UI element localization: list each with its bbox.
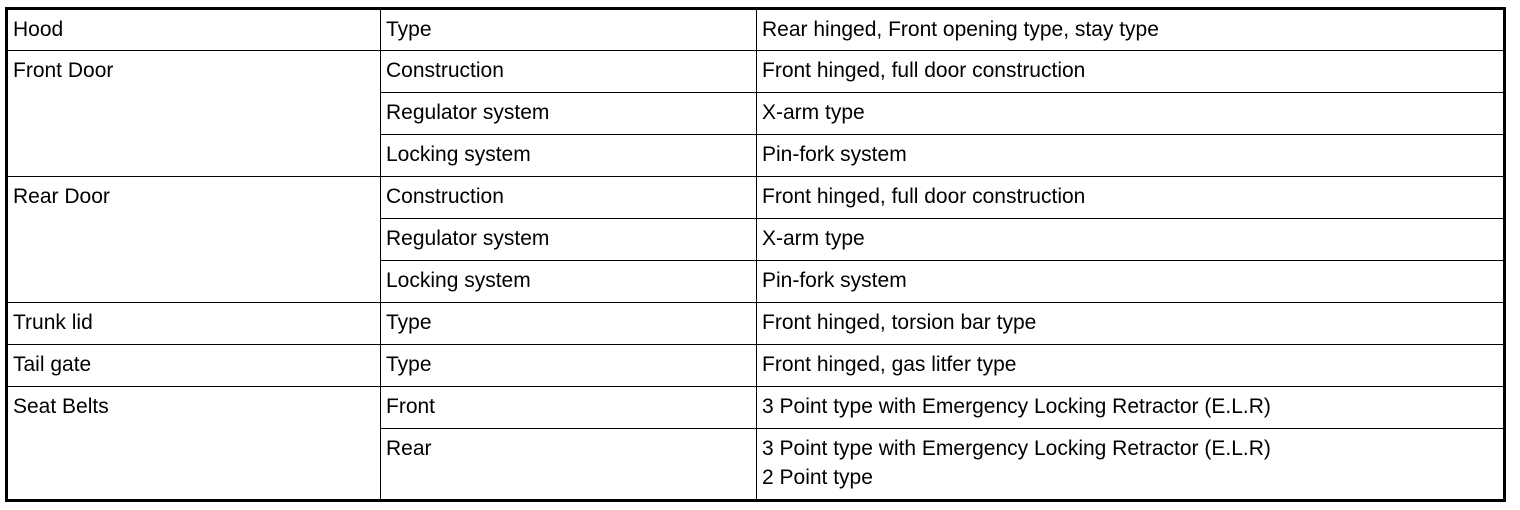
item-cell: Rear <box>380 428 757 501</box>
spec-cell: Front hinged, full door construction <box>756 50 1505 93</box>
spec-cell: 3 Point type with Emergency Locking Retr… <box>756 428 1505 501</box>
category-cell: Trunk lid <box>6 302 381 345</box>
table-row: Trunk lid Type Front hinged, torsion bar… <box>6 302 1505 345</box>
spec-cell: Rear hinged, Front opening type, stay ty… <box>756 8 1505 51</box>
spec-cell: Front hinged, gas litfer type <box>756 344 1505 387</box>
specifications-table: Hood Type Rear hinged, Front opening typ… <box>5 7 1506 502</box>
item-cell: Construction <box>380 176 757 219</box>
table-row: Locking system Pin-fork system <box>7 134 1505 177</box>
spec-cell: X-arm type <box>756 92 1505 135</box>
item-cell: Front <box>380 386 757 429</box>
spec-line: 3 Point type with Emergency Locking Retr… <box>762 437 1271 460</box>
spec-cell: Front hinged, torsion bar type <box>756 302 1505 345</box>
item-cell: Type <box>380 8 757 51</box>
item-cell: Locking system <box>380 134 757 177</box>
spec-cell: 3 Point type with Emergency Locking Retr… <box>756 386 1505 429</box>
spec-line: 2 Point type <box>762 466 873 489</box>
table-row: Front Door Construction Front hinged, fu… <box>6 50 1505 177</box>
spec-cell: X-arm type <box>756 218 1505 261</box>
category-cell: Seat Belts <box>6 386 381 501</box>
item-cell: Type <box>380 344 757 387</box>
category-cell: Rear Door <box>6 176 381 303</box>
table-row: Regulator system X-arm type <box>7 92 1505 135</box>
item-cell: Construction <box>380 50 757 93</box>
table-row: Locking system Pin-fork system <box>7 260 1505 303</box>
spec-cell: Pin-fork system <box>756 260 1505 303</box>
table-row: Tail gate Type Front hinged, gas litfer … <box>6 344 1505 387</box>
item-cell: Regulator system <box>380 92 757 135</box>
item-cell: Regulator system <box>380 218 757 261</box>
spec-cell: Pin-fork system <box>756 134 1505 177</box>
table-row: Regulator system X-arm type <box>7 218 1505 261</box>
table-row: Seat Belts Front 3 Point type with Emerg… <box>6 386 1505 501</box>
spec-cell: Front hinged, full door construction <box>756 176 1505 219</box>
table-row: Rear 3 Point type with Emergency Locking… <box>7 428 1505 501</box>
category-cell: Hood <box>6 8 381 51</box>
category-cell: Front Door <box>6 50 381 177</box>
item-cell: Locking system <box>380 260 757 303</box>
table-row: Rear Door Construction Front hinged, ful… <box>6 176 1505 303</box>
item-cell: Type <box>380 302 757 345</box>
category-cell: Tail gate <box>6 344 381 387</box>
table-row: Hood Type Rear hinged, Front opening typ… <box>6 8 1505 51</box>
